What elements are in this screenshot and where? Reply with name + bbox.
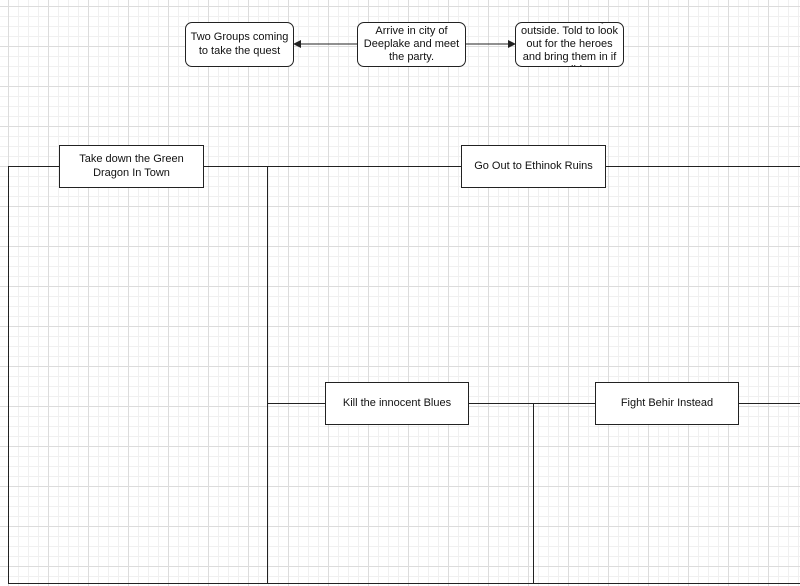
node-two-groups[interactable]: Two Groups coming to take the quest bbox=[185, 22, 294, 67]
node-ethinok-ruins[interactable]: Go Out to Ethinok Ruins bbox=[461, 145, 606, 188]
node-buho-cart-label: Buho with a cart just outside. Told to l… bbox=[520, 23, 619, 66]
node-fight-behir[interactable]: Fight Behir Instead bbox=[595, 382, 739, 425]
node-arrive-deeplake-label: Arrive in city of Deeplake and meet the … bbox=[363, 24, 460, 64]
node-ethinok-ruins-label: Go Out to Ethinok Ruins bbox=[474, 159, 593, 172]
node-fight-behir-label: Fight Behir Instead bbox=[620, 396, 714, 409]
node-kill-blues-label: Kill the innocent Blues bbox=[342, 396, 452, 409]
node-kill-blues[interactable]: Kill the innocent Blues bbox=[325, 382, 469, 425]
node-two-groups-label: Two Groups coming to take the quest bbox=[190, 31, 289, 57]
node-green-dragon-label: Take down the Green Dragon In Town bbox=[79, 153, 184, 179]
node-buho-cart[interactable]: Buho with a cart just outside. Told to l… bbox=[515, 22, 624, 67]
container-green-dragon[interactable] bbox=[8, 166, 268, 584]
node-arrive-deeplake[interactable]: Arrive in city of Deeplake and meet the … bbox=[357, 22, 466, 67]
node-green-dragon[interactable]: Take down the Green Dragon In Town bbox=[59, 145, 204, 188]
